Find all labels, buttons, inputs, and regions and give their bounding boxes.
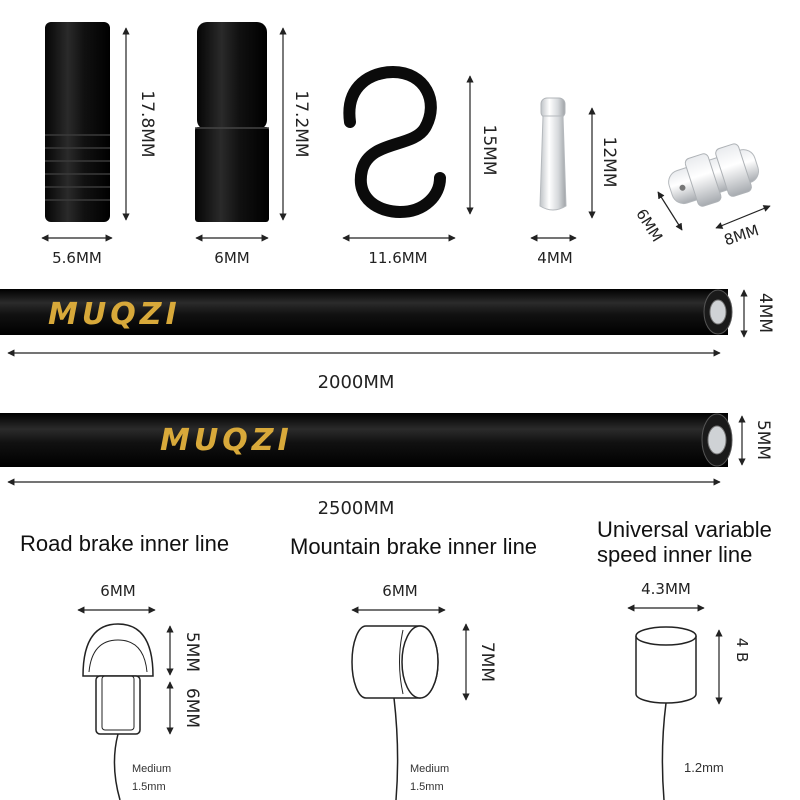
road-note-1: Medium	[132, 763, 171, 775]
universal-title-2: speed inner line	[597, 542, 752, 567]
tip-width: 4MM	[537, 249, 572, 267]
ferrule-depth: 6MM	[632, 206, 666, 246]
s-hook-height: 15MM	[479, 125, 499, 176]
mountain-head-width: 6MM	[382, 582, 417, 600]
road-head-width: 6MM	[100, 582, 135, 600]
cap-b: 17.2MM 6MM	[195, 22, 311, 267]
housing-1-diameter: 4MM	[755, 293, 775, 333]
s-hook-width: 11.6MM	[368, 249, 427, 267]
housing-2-length: 2500MM	[318, 498, 395, 519]
cap-a-width: 5.6MM	[52, 249, 102, 267]
universal-speed-inner-line: Universal variable speed inner line 4.3M…	[597, 517, 772, 800]
road-brake-inner-line: Road brake inner line 6MM 5MM 6MM Medium…	[20, 531, 229, 800]
mountain-title: Mountain brake inner line	[290, 534, 537, 559]
cap-b-height: 17.2MM	[291, 90, 311, 157]
housing-2000: MUQZI 4MM 2000MM	[0, 289, 775, 393]
cap-a: 17.8MM 5.6MM	[41, 22, 157, 267]
housing-1-length: 2000MM	[318, 372, 395, 393]
housing-2500: MUQZI 5MM 2500MM	[0, 413, 773, 519]
cap-a-height: 17.8MM	[137, 90, 157, 157]
housing-2-diameter: 5MM	[753, 420, 773, 460]
mountain-note-2: 1.5mm	[410, 781, 444, 793]
universal-head-width: 4.3MM	[641, 580, 691, 598]
road-note-2: 1.5mm	[132, 781, 166, 793]
road-neck-height: 6MM	[182, 688, 202, 728]
ferrule: 8MM 6MM	[632, 143, 771, 249]
universal-head-height: 4 B	[733, 638, 751, 663]
mountain-note-1: Medium	[410, 763, 449, 775]
s-hook: 15MM 11.6MM	[342, 65, 499, 267]
tip-height: 12MM	[599, 137, 619, 188]
housing-2-brand: MUQZI	[160, 423, 293, 458]
mountain-brake-inner-line: Mountain brake inner line 6MM 7MM Medium…	[290, 534, 537, 800]
mountain-head-height: 7MM	[477, 642, 497, 682]
road-head-height: 5MM	[182, 632, 202, 672]
housing-1-brand: MUQZI	[48, 297, 181, 332]
silver-tip: 12MM 4MM	[530, 97, 619, 267]
ferrule-width: 8MM	[722, 221, 761, 249]
universal-title-1: Universal variable	[597, 517, 772, 542]
universal-note: 1.2mm	[684, 760, 724, 775]
cap-b-width: 6MM	[214, 249, 249, 267]
road-title: Road brake inner line	[20, 531, 229, 556]
